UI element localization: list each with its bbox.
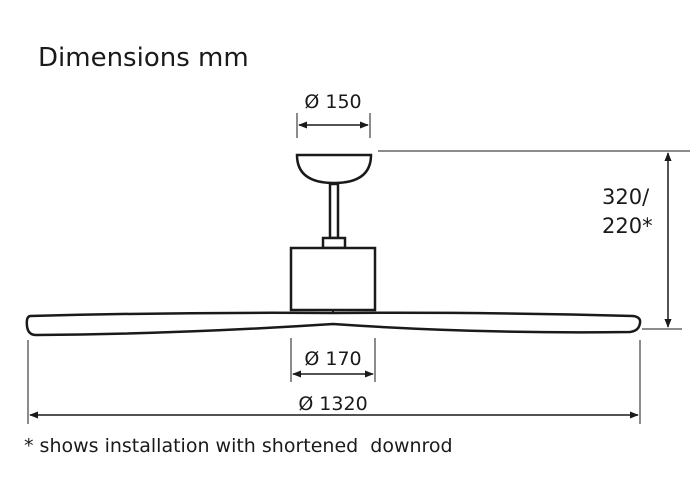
footnote: * shows installation with shortened down… [24,435,453,457]
motor-diameter-label: Ø 170 [304,348,361,370]
height-short-label: 220* [602,214,653,238]
canopy-dimension [296,113,371,138]
motor-housing [289,246,377,312]
diagram-title: Dimensions mm [38,43,249,73]
span-dimension [27,340,641,424]
blade [25,311,642,337]
canopy [295,153,373,185]
downrod [328,182,340,240]
ceiling-fan-drawing [25,153,642,337]
height-standard-label: 320/ [602,185,650,209]
coupler [321,236,347,250]
motor-dimension [290,338,376,382]
canopy-diameter-label: Ø 150 [304,91,361,113]
span-diameter-label: Ø 1320 [298,393,367,415]
height-dimension [378,150,690,330]
